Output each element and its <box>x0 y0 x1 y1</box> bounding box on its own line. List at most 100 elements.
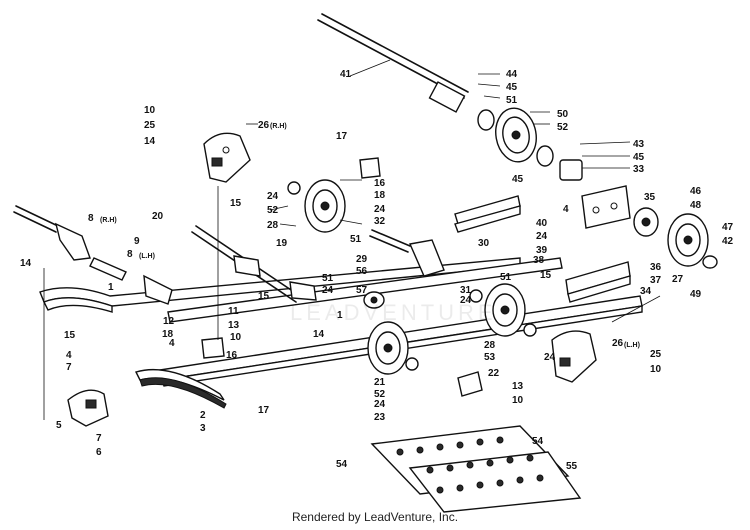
callout: 34 <box>640 286 652 297</box>
callout: 50 <box>557 109 569 120</box>
callout: 14 <box>20 258 32 269</box>
callout: 37 <box>650 275 662 286</box>
callout: 21 <box>374 377 386 388</box>
stopper-block-upper <box>359 157 381 179</box>
callout: 26 <box>612 338 624 349</box>
callout: 53 <box>484 352 496 363</box>
callout: 51 <box>506 95 518 106</box>
callout: 15 <box>230 198 242 209</box>
callout: 1 <box>108 282 114 293</box>
rear-axle-shaft <box>317 13 469 113</box>
callout: 44 <box>506 69 518 80</box>
callout: 10 <box>512 395 524 406</box>
callout: 42 <box>722 236 734 247</box>
stopper-block-lower <box>201 337 225 359</box>
part-callouts: 1 1 2 3 4 4 4 5 6 7 7 8 8 9 10 10 10 10 … <box>20 69 734 472</box>
callout: 51 <box>322 273 334 284</box>
callout: 1 <box>337 310 343 321</box>
callout: 7 <box>66 362 72 373</box>
callout: 23 <box>374 412 386 423</box>
side-mark-rh: (R.H) <box>100 217 117 224</box>
front-slide-runner <box>134 368 227 409</box>
watermark: LEADVENTURE <box>290 300 497 325</box>
callout: 26 <box>258 120 270 131</box>
callout: 39 <box>536 245 548 256</box>
callout: 15 <box>540 270 552 281</box>
callout: 14 <box>313 329 325 340</box>
callout: 13 <box>512 381 524 392</box>
callout: 47 <box>722 222 734 233</box>
callout: 6 <box>96 447 102 458</box>
callout: 18 <box>374 190 386 201</box>
callout: 8 <box>88 213 94 224</box>
callout: 40 <box>536 218 548 229</box>
front-arm-shafts <box>13 205 173 305</box>
callout: 16 <box>226 350 238 361</box>
rear-arm-bracket-lower <box>551 330 597 383</box>
callout: 52 <box>557 122 569 133</box>
callout: 8 <box>127 249 133 260</box>
callout: 17 <box>258 405 270 416</box>
callout: 24 <box>544 352 556 363</box>
callout: 14 <box>144 136 156 147</box>
callout: 35 <box>644 192 656 203</box>
callout: 11 <box>228 306 239 317</box>
callout: 16 <box>374 178 386 189</box>
callout: 12 <box>163 316 175 327</box>
rear-arm-bracket-top <box>203 132 251 183</box>
callout: 24 <box>536 231 548 242</box>
callout: 10 <box>650 364 662 375</box>
idler-wheel-front-lower <box>367 321 419 375</box>
callout: 25 <box>650 349 662 360</box>
rear-bracket-plate <box>581 185 631 229</box>
callout: 31 <box>460 285 472 296</box>
callout: 4 <box>169 338 175 349</box>
idler-wheel-center-lower <box>469 283 537 337</box>
callout: 4 <box>563 204 569 215</box>
side-mark-rh: (R.H) <box>270 123 287 130</box>
callout: 25 <box>144 120 156 131</box>
callout: 32 <box>374 216 386 227</box>
callout: 49 <box>690 289 702 300</box>
callout: 24 <box>460 295 472 306</box>
callout: 15 <box>258 291 270 302</box>
callout: 29 <box>356 254 368 265</box>
callout: 28 <box>484 340 496 351</box>
callout-leader-lines <box>43 59 661 420</box>
callout: 24 <box>374 204 386 215</box>
callout: 20 <box>152 211 164 222</box>
spring-arm-assembly <box>363 239 445 309</box>
callout: 22 <box>488 368 500 379</box>
callout: 43 <box>633 139 645 150</box>
side-mark-lh: (L.H) <box>624 342 640 349</box>
callout: 45 <box>506 82 518 93</box>
callout: 9 <box>134 236 140 247</box>
callout: 56 <box>356 266 368 277</box>
callout: 24 <box>374 399 386 410</box>
callout: 4 <box>66 350 72 361</box>
front-cross-shaft <box>191 225 317 303</box>
callout: 15 <box>64 330 76 341</box>
callout: 57 <box>356 285 368 296</box>
callout: 5 <box>56 420 62 431</box>
callout: 19 <box>276 238 288 249</box>
rear-rail-end <box>565 261 631 303</box>
idler-wheel-upper-rear <box>477 107 583 181</box>
callout: 52 <box>374 389 386 400</box>
track-clips <box>370 425 582 513</box>
callout: 7 <box>96 433 102 444</box>
callout: 3 <box>200 423 206 434</box>
callout: 51 <box>500 272 512 283</box>
callout: 17 <box>336 131 348 142</box>
center-shaft <box>369 229 411 253</box>
callout: 38 <box>533 255 545 266</box>
idler-wheel-middle-upper <box>287 179 346 233</box>
callout: 2 <box>200 410 206 421</box>
front-bracket <box>67 389 109 427</box>
cross-rail-top <box>454 195 521 233</box>
callout: 45 <box>633 152 645 163</box>
callout: 10 <box>230 332 242 343</box>
credit-footer: Rendered by LeadVenture, Inc. <box>291 510 459 524</box>
